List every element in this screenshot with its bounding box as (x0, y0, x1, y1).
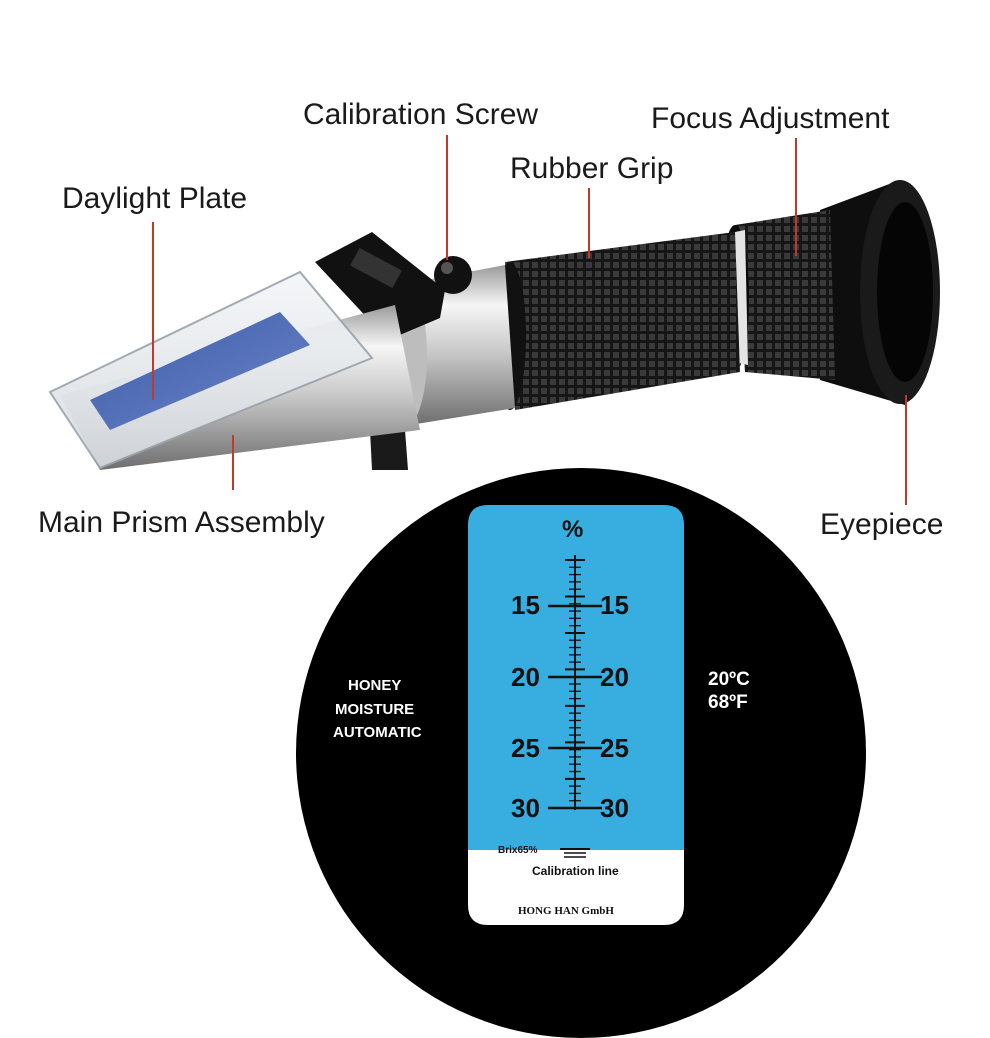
callout-main-prism-assembly: Main Prism Assembly (38, 506, 325, 539)
scope-left-label-line3: AUTOMATIC (333, 724, 422, 741)
scale-label-right-25: 25 (600, 733, 629, 763)
scope-brix-label: Brix65% (498, 845, 538, 856)
refractometer-diagram: Daylight Plate Calibration Screw Rubber … (38, 98, 944, 1038)
refractometer-illustration (48, 180, 940, 470)
leader-rubber-grip (588, 188, 590, 258)
callout-daylight-plate: Daylight Plate (62, 182, 248, 215)
scale-label-right-15: 15 (600, 590, 629, 620)
scale-label-right-20: 20 (600, 662, 629, 692)
leader-eyepiece (905, 395, 907, 505)
leader-main-prism-assembly (232, 435, 234, 490)
scale-ticks (548, 559, 602, 810)
scope-left-label-line1: HONEY (348, 677, 402, 694)
scope-calibration-label: Calibration line (532, 864, 619, 878)
scope-right-label-line1: 20ºC (708, 669, 750, 690)
leader-calibration-screw (446, 135, 448, 260)
scope-reticle (468, 505, 684, 925)
scope-unit: % (562, 516, 584, 543)
callout-calibration-screw: Calibration Screw (303, 98, 539, 131)
callout-rubber-grip: Rubber Grip (510, 152, 674, 185)
scale-label-left-20: 20 (511, 662, 540, 692)
leader-focus-adjustment (795, 138, 797, 256)
callout-eyepiece: Eyepiece (820, 508, 944, 541)
scale-label-left-25: 25 (511, 733, 540, 763)
scope-maker-label: HONG HAN GmbH (518, 905, 614, 917)
callout-focus-adjustment: Focus Adjustment (651, 102, 890, 135)
scale-label-left-30: 30 (511, 793, 540, 823)
scope-left-label-line2: MOISTURE (335, 701, 415, 718)
scale-label-left-15: 15 (511, 590, 540, 620)
scope-right-label-line2: 68ºF (708, 692, 748, 713)
leader-daylight-plate (152, 222, 154, 400)
scale-label-right-30: 30 (600, 793, 629, 823)
